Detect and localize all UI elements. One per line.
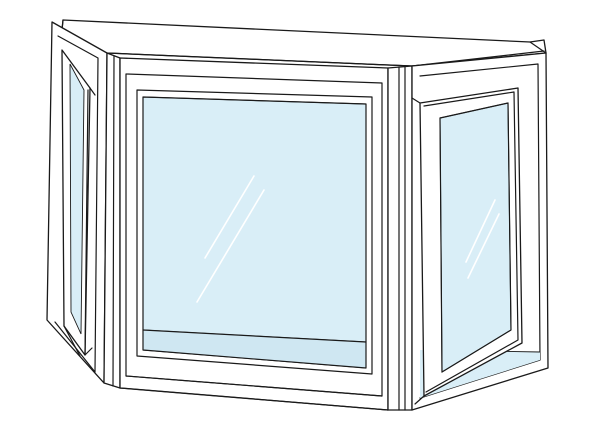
right-glass-pane (439, 102, 512, 373)
left-glass-pane (69, 63, 85, 335)
left-side-window (46, 21, 108, 384)
center-window (119, 57, 389, 411)
left-mullion (103, 52, 121, 389)
right-mullion (387, 65, 413, 411)
right-side-window (411, 52, 549, 411)
center-glass-pane (142, 96, 367, 369)
